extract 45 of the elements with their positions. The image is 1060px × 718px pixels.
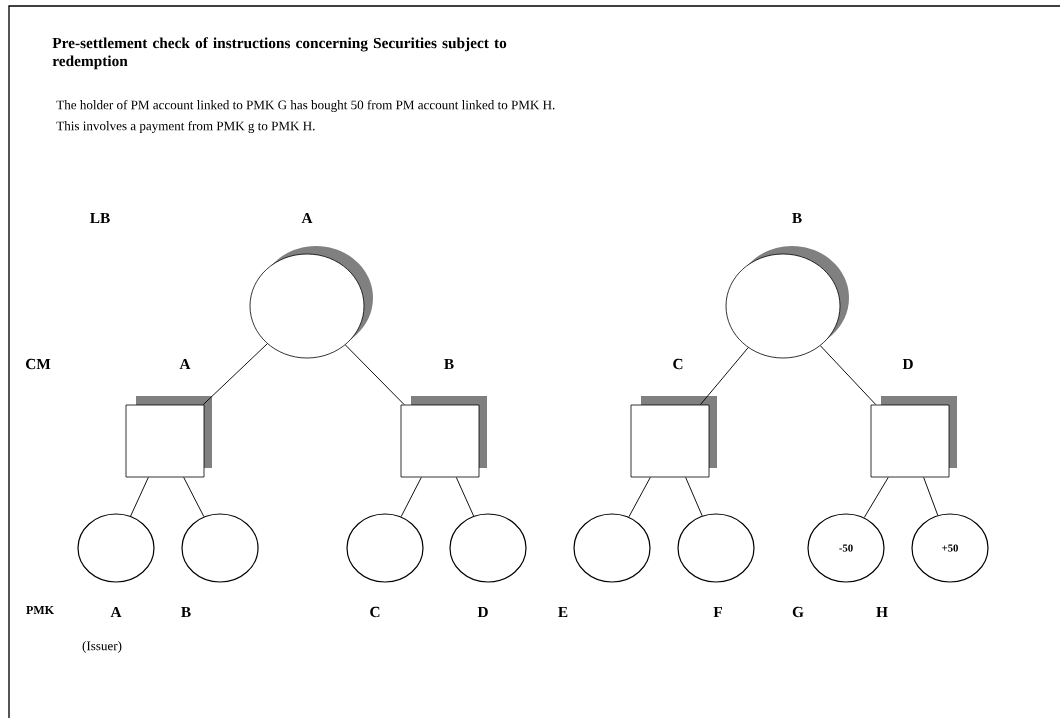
description-text: The holder of PM account linked to PMK G has bought 50 from PM account linked to PMK H. (56, 100, 555, 112)
connector-line (344, 344, 405, 406)
ellipse (181, 513, 259, 583)
connector-line (863, 476, 889, 518)
connector-line (700, 347, 749, 406)
ellipse (346, 513, 424, 583)
level-label: LB (90, 212, 110, 224)
ellipse (573, 513, 651, 583)
description-text: This involves a payment from PMK g to PMK H. (56, 121, 315, 133)
letter-label: G (792, 606, 804, 618)
description-text: (Issuer) (82, 641, 122, 653)
letter-label: A (179, 358, 191, 370)
letter-label: C (370, 606, 380, 618)
letter-label: B (181, 606, 191, 618)
ellipse (449, 513, 527, 583)
title: Pre-settlement check of instructions concerning Securities subject to redemption (52, 37, 507, 70)
square-box (125, 396, 212, 478)
connector-line (130, 476, 149, 517)
letter-label: D (902, 358, 913, 370)
circle (725, 246, 849, 359)
letter-label: B (792, 212, 802, 224)
level-label: CM (26, 358, 51, 370)
letter-label: A (301, 212, 313, 224)
letter-label: F (713, 607, 722, 618)
letter-label: C (673, 358, 683, 370)
letter-label: A (110, 606, 122, 618)
letter-label: D (477, 607, 488, 618)
connector-line (819, 345, 877, 406)
circle (249, 246, 373, 359)
connector-line (685, 476, 703, 517)
connector-line (923, 476, 939, 516)
connector-line (202, 343, 268, 406)
connector-line (183, 476, 205, 518)
level-label: PMK (26, 606, 54, 614)
square-box (630, 396, 717, 478)
letter-label: H (876, 607, 888, 618)
square-box (400, 396, 487, 478)
connector-line (455, 476, 475, 517)
ellipse (677, 513, 755, 583)
connector-line (628, 476, 651, 518)
square-box (870, 396, 957, 478)
connector-line (400, 476, 422, 518)
letter-label: E (558, 607, 568, 618)
ellipse (77, 513, 155, 583)
letter-label: B (444, 358, 454, 370)
